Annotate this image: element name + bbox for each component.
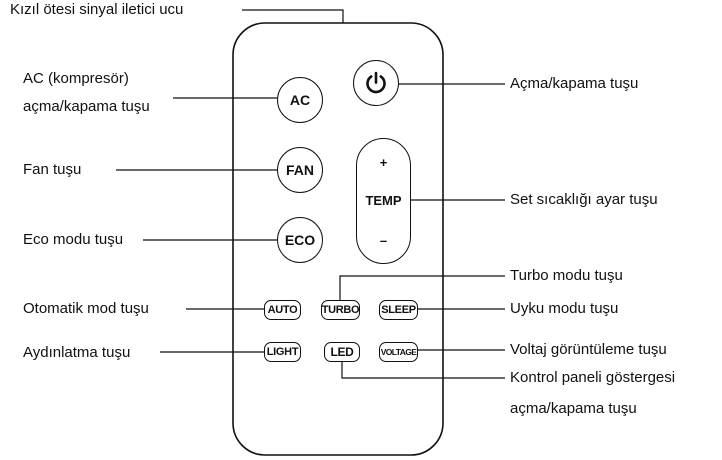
temp-label: TEMP: [365, 193, 402, 208]
light-button[interactable]: LIGHT: [264, 342, 301, 362]
voltage-button[interactable]: VOLTAGE: [379, 342, 418, 362]
label-turbo: Turbo modu tuşu: [510, 267, 623, 284]
power-button[interactable]: [353, 60, 399, 106]
temp-plus-label: +: [379, 155, 388, 170]
label-voltage: Voltaj görüntüleme tuşu: [510, 341, 667, 358]
fan-button[interactable]: FAN: [277, 147, 323, 193]
label-auto: Otomatik mod tuşu: [23, 300, 149, 317]
ac-button[interactable]: AC: [277, 77, 323, 123]
label-ac-line2: açma/kapama tuşu: [23, 98, 150, 115]
label-ir-tip: Kızıl ötesi sinyal iletici ucu: [10, 1, 184, 18]
power-icon: [366, 71, 386, 94]
sleep-button[interactable]: SLEEP: [379, 300, 418, 320]
leader-turbo: [339, 275, 505, 300]
label-temp: Set sıcaklığı ayar tuşu: [510, 191, 658, 208]
remote-body: [232, 22, 444, 456]
auto-button[interactable]: AUTO: [264, 300, 301, 320]
turbo-button[interactable]: TURBO: [321, 300, 360, 320]
label-power: Açma/kapama tuşu: [510, 75, 639, 92]
label-light: Aydınlatma tuşu: [23, 344, 131, 361]
label-led-line2: açma/kapama tuşu: [510, 400, 637, 417]
label-ac-line1: AC (kompresör): [23, 70, 129, 87]
led-button[interactable]: LED: [324, 342, 360, 362]
leader-led: [341, 362, 505, 379]
label-led-line1: Kontrol paneli göstergesi: [510, 369, 676, 386]
label-eco: Eco modu tuşu: [23, 231, 124, 248]
temp-minus-label: –: [379, 233, 388, 248]
leader-ir-tip: [242, 9, 344, 23]
label-sleep: Uyku modu tuşu: [510, 300, 619, 317]
temp-button[interactable]: + TEMP –: [356, 138, 411, 264]
label-fan: Fan tuşu: [23, 161, 82, 178]
eco-button[interactable]: ECO: [277, 217, 323, 263]
